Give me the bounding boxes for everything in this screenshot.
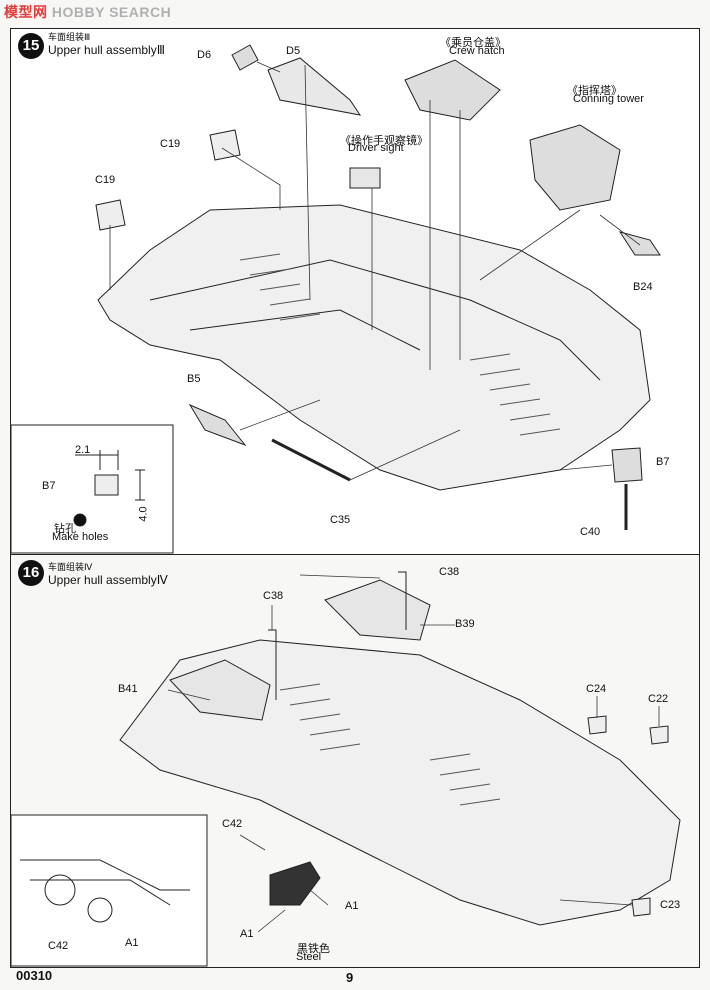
part-crew-hatch <box>404 59 501 121</box>
label-a1-b: A1 <box>240 928 254 940</box>
label-c19-a: C19 <box>160 138 181 150</box>
part-b39 <box>324 579 431 641</box>
label-b41: B41 <box>118 683 138 695</box>
label-c35: C35 <box>330 514 351 526</box>
label-b5: B5 <box>187 373 201 385</box>
label-b39: B39 <box>455 618 475 630</box>
label-c38-b: C38 <box>439 566 460 578</box>
inset-label-c42: C42 <box>48 940 69 952</box>
label-a1-a: A1 <box>345 900 359 912</box>
watermark: 模型网 HOBBY SEARCH <box>4 2 171 22</box>
page-number: 9 <box>346 970 354 985</box>
inset-drill-zh: 钻孔 <box>54 523 76 535</box>
part-c22 <box>649 725 669 745</box>
part-b7 <box>611 447 643 483</box>
label-b24: B24 <box>633 281 653 293</box>
label-conning-tower-zh: 《指挥塔》 <box>567 85 622 97</box>
part-c23 <box>631 897 651 917</box>
step15-title-zh: 车面组装Ⅲ <box>48 32 91 42</box>
part-conning-tower <box>529 124 621 211</box>
step16-title-zh: 车面组装Ⅳ <box>48 562 93 572</box>
hull-15 <box>97 204 651 491</box>
label-c38-a: C38 <box>263 590 284 602</box>
label-c22: C22 <box>648 693 669 705</box>
inset-dim-w: 2.1 <box>75 444 91 456</box>
part-c19-b <box>95 199 126 231</box>
label-d5: D5 <box>286 45 301 57</box>
part-d6 <box>231 44 259 71</box>
part-d5 <box>267 57 362 116</box>
part-b5 <box>188 403 247 447</box>
label-c19-b: C19 <box>95 174 116 186</box>
product-code: 00310 <box>16 968 53 983</box>
part-c35 <box>271 438 351 482</box>
inset-label-b7: B7 <box>42 480 56 492</box>
inset-drill: Make holes <box>52 531 109 543</box>
label-driver-sight: Driver sight <box>348 142 404 154</box>
inset-label-a1: A1 <box>125 937 139 949</box>
part-c38-b <box>398 571 407 630</box>
part-b24 <box>618 231 661 256</box>
step16-panel <box>10 554 700 968</box>
part-c24 <box>587 715 607 735</box>
watermark-left: 模型网 <box>4 4 48 20</box>
label-c23: C23 <box>660 899 681 911</box>
label-c24: C24 <box>586 683 607 695</box>
part-a1-steel <box>269 861 321 906</box>
step15-title: Upper hull assemblyⅢ <box>48 43 165 57</box>
part-c19-a <box>209 129 241 161</box>
part-driver-sight <box>349 167 381 189</box>
label-d6: D6 <box>197 49 212 61</box>
label-conning-tower: Conning tower <box>573 93 644 105</box>
label-b7: B7 <box>656 456 670 468</box>
step16-number: 16 <box>18 560 44 586</box>
label-crew-hatch: Crew hatch <box>449 45 505 57</box>
step16-title: Upper hull assemblyⅣ <box>48 573 168 587</box>
label-crew-hatch-zh: 《乘员仓盖》 <box>440 37 506 49</box>
label-steel-zh: 黑铁色 <box>297 943 330 955</box>
label-c42: C42 <box>222 818 243 830</box>
label-c40: C40 <box>580 526 601 538</box>
inset-part <box>94 474 119 496</box>
label-driver-sight-zh: 《操作手观察镜》 <box>340 135 428 147</box>
step15-number: 15 <box>18 33 44 59</box>
step15-inset <box>10 424 174 554</box>
inset-dim-h: 4.0 <box>137 506 150 522</box>
drill-icon <box>73 513 87 527</box>
watermark-right: HOBBY SEARCH <box>51 4 172 20</box>
part-c38-a <box>268 629 277 700</box>
part-b41 <box>169 659 271 721</box>
label-steel: Steel <box>296 951 322 963</box>
